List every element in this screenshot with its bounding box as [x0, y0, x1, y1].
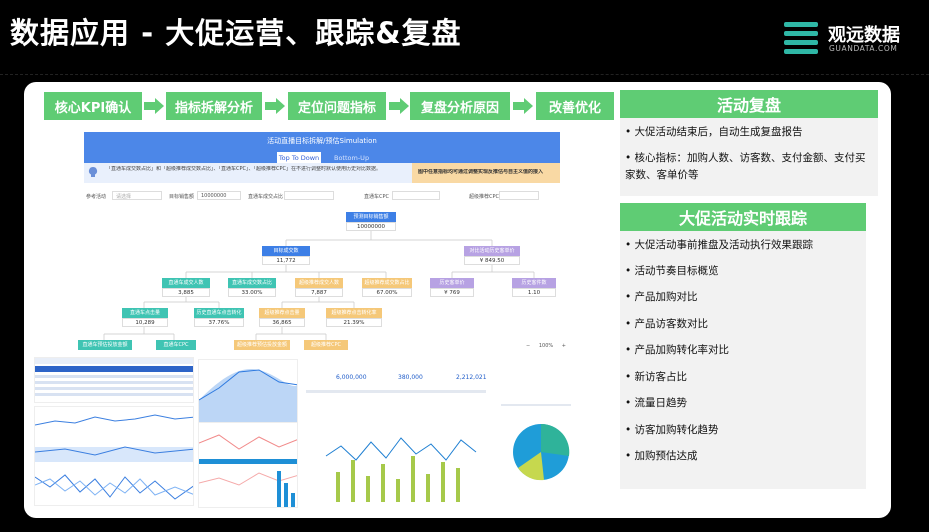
target-sales-input[interactable]: 10000000 — [197, 191, 241, 200]
note-default-text: 「直通车成交数占比」和「超级推荐成交数占比」、「直通车CPC」、「超级推荐CPC… — [106, 166, 382, 172]
node-label: 直通车成交数占比 — [228, 278, 276, 288]
thumb-bar-graphic — [199, 434, 297, 507]
guandata-logo-icon — [784, 22, 818, 54]
rec-cpc-input[interactable] — [499, 191, 539, 200]
field-label: 目标销售额 — [169, 194, 195, 200]
review-panel-title: 活动复盘 — [620, 90, 878, 118]
tracking-bullet: • 加购预估达成 — [625, 450, 698, 462]
review-bullet: • 大促活动结束后，自动生成复盘报告 — [625, 126, 803, 138]
simulation-title: 活动直播目标拆解/预估Simulation — [267, 137, 377, 145]
flow-step-improve: 改善优化 — [536, 92, 614, 120]
brand-logo: 观远数据 GUANDATA.COM — [782, 18, 922, 60]
node-label: 历史客单价 — [430, 278, 474, 288]
field-label: 超级推荐CPC — [469, 194, 499, 200]
page-title: 数据应用 - 大促运营、跟踪&复盘 — [10, 16, 462, 50]
brand-sub: GUANDATA.COM — [829, 44, 898, 53]
node-label: 历史客件数 — [512, 278, 556, 288]
flow-step-breakdown: 指标拆解分析 — [166, 92, 262, 120]
node-label: 超级推荐成交数占比 — [362, 278, 412, 288]
flow-step-kpi: 核心KPI确认 — [44, 92, 142, 120]
kpi-value: 380,000 — [398, 374, 423, 381]
node-label: 目标成交数 — [262, 246, 310, 256]
flow-step-review: 复盘分析原因 — [410, 92, 510, 120]
brand-name: 观远数据 — [828, 25, 900, 46]
node-value: 7,887 — [295, 288, 343, 297]
thumb-table — [34, 357, 194, 403]
arrow-right-icon — [389, 98, 409, 114]
zoom-in-button[interactable]: + — [561, 343, 566, 349]
thumb-table-graphic — [35, 358, 193, 396]
thumb-dashboard: 6,000,000 380,000 2,212,021 — [306, 364, 576, 508]
bulb-icon — [88, 167, 98, 177]
node-value: 67.00% — [362, 288, 412, 297]
note-default-data: 「直通车成交数占比」和「超级推荐成交数占比」、「直通车CPC」、「超级推荐CPC… — [84, 163, 412, 183]
review-bullet: • 核心指标：加购人数、访客数、支付金额、支付买家数、客单价等 — [625, 152, 866, 181]
node-label: 超级推荐预估投放金额 — [234, 340, 290, 350]
tracking-bullet: • 产品加购转化率对比 — [625, 344, 730, 356]
node-label: 超级推荐CPC — [304, 340, 348, 350]
node-label: 历史直通车点击转化 — [194, 308, 244, 318]
node-value: ¥ 849.50 — [464, 256, 520, 265]
content-card: 核心KPI确认 指标拆解分析 定位问题指标 复盘分析原因 改善优化 活动复盘 •… — [24, 82, 891, 518]
tab-bottom-up[interactable]: Bottom-Up — [334, 154, 370, 162]
tracking-bullet: • 访客加购转化趋势 — [625, 424, 719, 436]
cvr-share-input[interactable] — [284, 191, 334, 200]
tracking-bullet: • 大促活动事前推盘及活动执行效果跟踪 — [625, 239, 814, 251]
note-adjust-text: 图中任意指标均可通过调整实现反推估与自主义值的接入 — [418, 169, 544, 175]
field-label: 直通车CPC — [364, 194, 389, 200]
kpi-value: 2,212,021 — [456, 374, 487, 381]
node-value: 36,865 — [259, 318, 305, 327]
field-label: 参考活动 — [86, 194, 107, 200]
thumb-area-chart — [198, 359, 298, 427]
tracking-bullet: • 流量日趋势 — [625, 397, 688, 409]
tab-top-to-down[interactable]: Top To Down — [277, 152, 321, 164]
divider — [0, 74, 929, 75]
tracking-bullet: • 新访客占比 — [625, 371, 688, 383]
thumb-area-graphic — [199, 369, 297, 422]
node-value: 1.10 — [512, 288, 556, 297]
note-adjust: 图中任意指标均可通过调整实现反推估与自主义值的接入 — [412, 163, 560, 183]
tracking-bullet: • 产品加购对比 — [625, 291, 698, 303]
node-label: 超级推荐点击量 — [259, 308, 305, 318]
node-label: 直通车成交人数 — [162, 278, 210, 288]
zoom-control: − 100% + — [526, 343, 566, 353]
tracking-panel: • 大促活动事前推盘及活动执行效果跟踪 • 活动节奏目标概览 • 产品加购对比 … — [620, 231, 866, 489]
review-panel: • 大促活动结束后，自动生成复盘报告 • 核心指标：加购人数、访客数、支付金额、… — [620, 118, 878, 196]
node-label: 超级推荐点击转化率 — [326, 308, 382, 318]
tree-connectors — [103, 230, 535, 340]
kpi-value: 6,000,000 — [336, 374, 367, 381]
node-label: 对比活动历史客单价 — [464, 246, 520, 256]
node-label: 直通车点击量 — [122, 308, 168, 318]
root-node-value: 10000000 — [346, 222, 396, 231]
cpc-input[interactable] — [392, 191, 440, 200]
thumb-line-charts — [34, 406, 194, 506]
node-value: 10,289 — [122, 318, 168, 327]
node-value: 11,772 — [262, 256, 310, 265]
thumb-combo-graphic — [306, 390, 571, 502]
node-value: ¥ 769 — [430, 288, 474, 297]
zoom-out-button[interactable]: − — [526, 343, 531, 349]
tracking-bullet: • 产品访客数对比 — [625, 318, 709, 330]
arrow-right-icon — [144, 98, 164, 114]
node-label: 直通车CPC — [156, 340, 196, 350]
zoom-level: 100% — [538, 343, 554, 349]
tracking-bullet: • 活动节奏目标概览 — [625, 265, 719, 277]
arrow-right-icon — [513, 98, 533, 114]
simulation-screenshot: 活动直播目标拆解/预估Simulation Top To Down Bottom… — [34, 130, 579, 508]
flow-step-locate: 定位问题指标 — [288, 92, 386, 120]
node-value: 33.00% — [228, 288, 276, 297]
node-value: 3,885 — [162, 288, 210, 297]
simulation-header: 活动直播目标拆解/预估Simulation Top To Down Bottom… — [84, 132, 560, 164]
field-label: 直通车成交占比 — [248, 194, 284, 200]
thumb-line-graphic — [35, 414, 193, 500]
node-label: 直通车预估投放金额 — [78, 340, 132, 350]
node-value: 37.76% — [194, 318, 244, 327]
arrow-right-icon — [265, 98, 285, 114]
reference-activity-select[interactable]: 请选择 — [112, 191, 162, 200]
tracking-panel-title: 大促活动实时跟踪 — [620, 203, 866, 231]
root-node-label: 预测目标销售额 — [346, 212, 396, 222]
node-label: 超级推荐成交人数 — [295, 278, 343, 288]
thumb-bar-chart — [198, 422, 298, 508]
node-value: 21.39% — [326, 318, 382, 327]
